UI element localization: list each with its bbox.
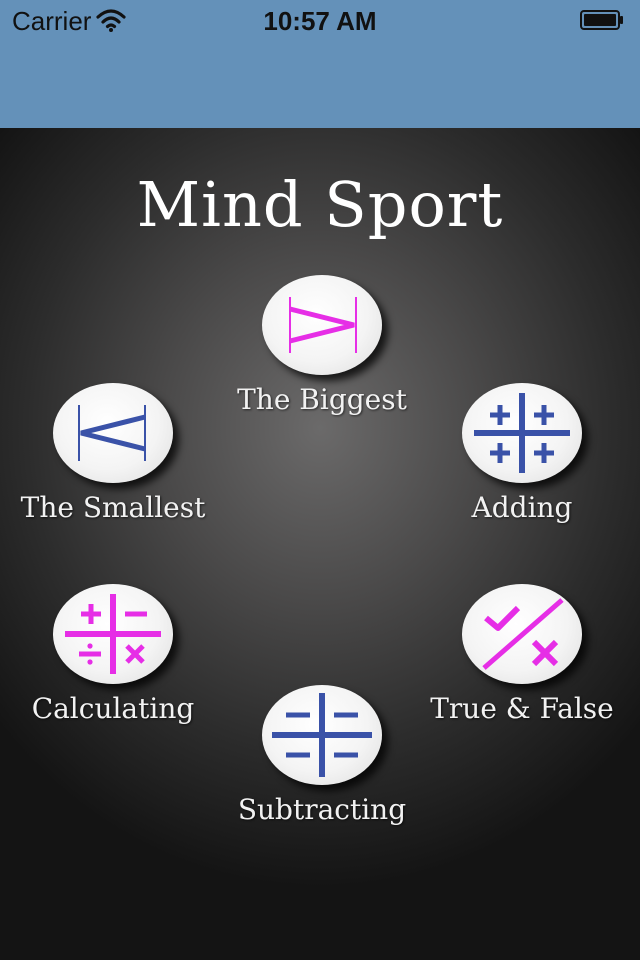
game-label[interactable]: The Biggest (237, 383, 407, 416)
game-button-true-false[interactable]: True & False (402, 584, 640, 744)
minus-grid-icon (272, 693, 372, 777)
game-label[interactable]: Subtracting (237, 793, 407, 826)
battery-icon (580, 10, 623, 30)
game-disc[interactable] (462, 584, 582, 684)
main-menu-background (0, 128, 640, 960)
clock-label: 10:57 AM (263, 6, 377, 36)
carrier-label: Carrier (12, 6, 92, 36)
game-disc[interactable] (262, 685, 382, 785)
game-label[interactable]: Adding (471, 491, 573, 524)
less-than-icon (78, 405, 146, 461)
game-button-calculating[interactable]: Calculating (0, 584, 233, 744)
game-disc[interactable] (462, 383, 582, 483)
navigation-bar: Carrier 10:57 AM (0, 0, 640, 128)
game-button-the-smallest[interactable]: The Smallest (0, 383, 233, 543)
game-disc[interactable] (53, 383, 173, 483)
game-button-the-biggest[interactable]: The Biggest (202, 275, 442, 435)
game-label[interactable]: Calculating (31, 692, 195, 725)
app-title: Mind Sport (136, 168, 504, 241)
plus-grid-icon (474, 393, 570, 473)
game-disc[interactable] (262, 275, 382, 375)
game-disc[interactable] (53, 584, 173, 684)
game-label[interactable]: The Smallest (20, 491, 206, 524)
check-cross-icon (482, 598, 564, 670)
game-label[interactable]: True & False (430, 692, 614, 725)
operators-icon (65, 594, 161, 674)
wifi-icon (96, 9, 126, 32)
game-button-subtracting[interactable]: Subtracting (202, 685, 442, 845)
game-button-adding[interactable]: Adding (402, 383, 640, 543)
greater-than-icon (289, 297, 357, 353)
